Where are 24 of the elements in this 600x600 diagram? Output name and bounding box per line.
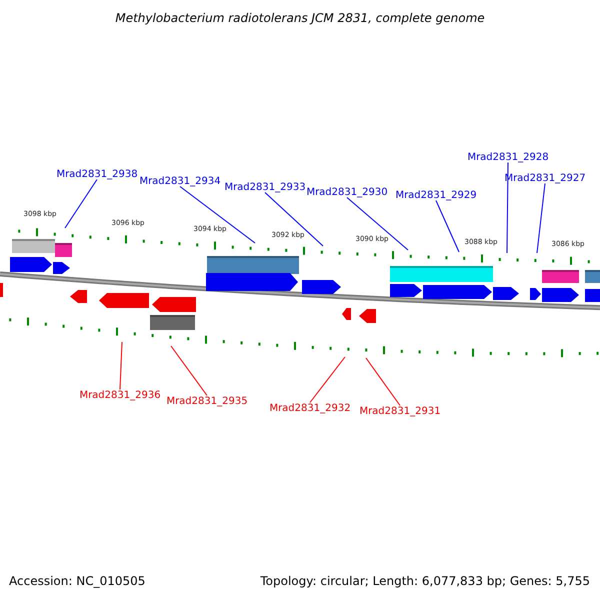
gene-label: Mrad2831_2929 (395, 190, 477, 200)
gene-label: Mrad2831_2934 (139, 176, 221, 186)
leader-line (264, 192, 324, 246)
leader-line (506, 162, 508, 254)
leader-line (366, 358, 400, 406)
leader-line (310, 356, 346, 403)
accession-text: Accession: NC_010505 (9, 574, 146, 588)
leader-line (436, 200, 460, 252)
leader-line (536, 183, 546, 254)
leader-line (170, 346, 208, 396)
gene-label: Mrad2831_2936 (79, 390, 161, 400)
gene-label: Mrad2831_2930 (306, 186, 388, 198)
gene-label: Mrad2831_2932 (269, 402, 351, 414)
leader-line (64, 179, 98, 228)
leader-line (180, 186, 256, 244)
gene-label: Mrad2831_2935 (166, 396, 248, 406)
map-title: Methylobacterium radiotolerans JCM 2831, complete genome (115, 11, 485, 25)
gene-label: Mrad2831_2931 (359, 406, 441, 416)
gene-label: Mrad2831_2938 (56, 168, 138, 180)
genome-summary: Topology: circular; Length: 6,077,833 bp; Genes: 5,755 (260, 574, 590, 588)
leader-line (346, 197, 408, 250)
leader-line (120, 342, 122, 390)
gene-label: Mrad2831_2933 (224, 182, 306, 192)
gene-label: Mrad2831_2928 (467, 152, 549, 162)
